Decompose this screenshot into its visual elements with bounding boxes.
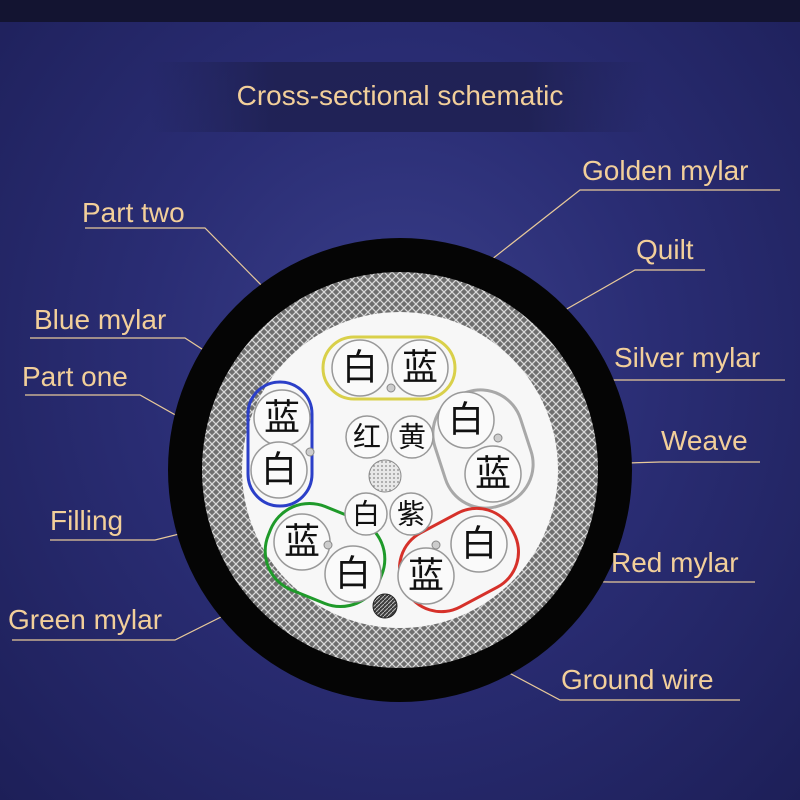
green-mylar-pair: 蓝 白 <box>263 501 387 609</box>
label-silver-mylar: Silver mylar <box>614 342 760 373</box>
core-label: 白 <box>448 400 484 441</box>
label-quilt: Quilt <box>636 234 694 265</box>
label-part-one: Part one <box>22 361 128 392</box>
label-weave: Weave <box>661 425 748 456</box>
core-label: 红 <box>353 421 381 454</box>
diagram-title: Cross-sectional schematic <box>236 80 564 111</box>
core-label: 蓝 <box>475 454 511 495</box>
core-label: 白 <box>461 524 497 565</box>
label-red-mylar: Red mylar <box>611 547 739 578</box>
core-label: 蓝 <box>408 556 444 597</box>
title-band <box>150 62 650 132</box>
labels: Golden mylar Quilt Silver mylar Weave Re… <box>8 155 760 695</box>
label-ground-wire: Ground wire <box>561 664 714 695</box>
silver-mylar-pair: 白 蓝 <box>431 388 535 510</box>
filling <box>368 459 402 493</box>
ground-wire <box>372 593 398 619</box>
core-label: 黄 <box>398 421 426 454</box>
core-label: 白 <box>261 450 297 491</box>
red-mylar-pair: 白 蓝 <box>397 506 520 614</box>
blue-mylar-pair: 蓝 白 <box>246 380 315 508</box>
core-label: 白 <box>342 348 378 389</box>
core-label: 白 <box>352 498 380 531</box>
label-part-two: Part two <box>82 197 185 228</box>
top-bar <box>0 0 800 22</box>
blue-mylar <box>246 380 314 508</box>
golden-mylar <box>321 335 457 401</box>
label-filling: Filling <box>50 505 123 536</box>
core-label: 蓝 <box>264 398 300 439</box>
core-label: 蓝 <box>284 522 320 563</box>
label-golden-mylar: Golden mylar <box>582 155 749 186</box>
core-label: 紫 <box>397 498 425 531</box>
center-cores: 红 黄 白 紫 <box>344 415 434 536</box>
label-green-mylar: Green mylar <box>8 604 162 635</box>
golden-mylar-pair: 白 蓝 <box>321 335 457 401</box>
core-label: 蓝 <box>402 348 438 389</box>
label-blue-mylar: Blue mylar <box>34 304 166 335</box>
core-label: 白 <box>335 554 371 595</box>
